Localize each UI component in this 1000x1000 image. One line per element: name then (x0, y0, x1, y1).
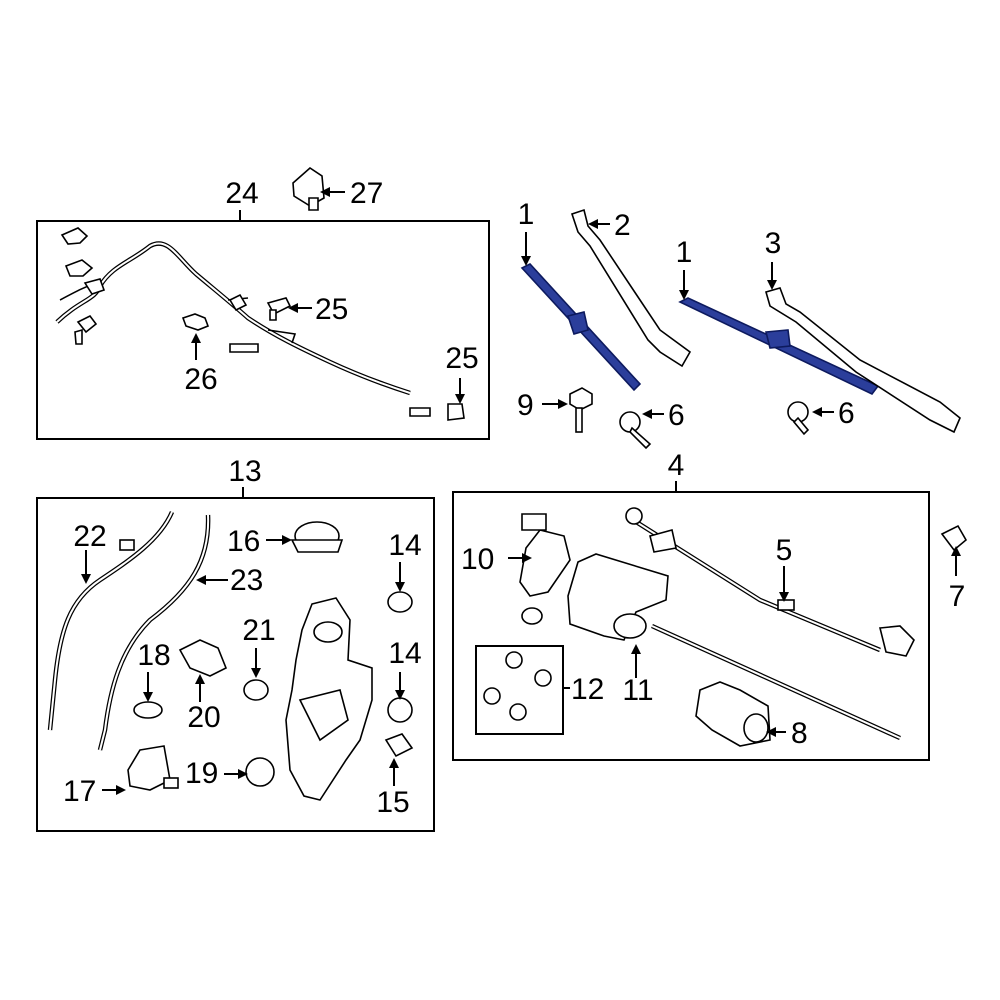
callout-12: 12 (571, 673, 604, 706)
callout-10: 10 (461, 543, 494, 576)
callout-15: 15 (376, 786, 409, 819)
callout-27: 27 (350, 177, 383, 210)
callout-2: 2 (614, 209, 631, 242)
callout-3: 3 (765, 227, 782, 260)
callout-17: 17 (63, 775, 96, 808)
leader-arrows (81, 187, 961, 795)
callout-26: 26 (184, 363, 217, 396)
washer-reservoir-parts (47, 511, 414, 801)
callout-18: 18 (137, 639, 170, 672)
callout-14: 14 (388, 637, 421, 670)
callout-9: 9 (517, 389, 534, 422)
wiper-arm-passenger (765, 287, 961, 434)
callout-23: 23 (230, 564, 263, 597)
callout-16: 16 (227, 525, 260, 558)
callout-19: 19 (185, 757, 218, 790)
box-bushings-12 (475, 645, 564, 735)
callout-20: 20 (187, 701, 220, 734)
callout-labels: 24 27 25 26 25 1 2 1 3 9 6 6 13 22 16 14… (63, 177, 965, 819)
nuts-bolts (569, 387, 810, 450)
wiper-linkage-motor-parts (483, 507, 968, 747)
callout-21: 21 (242, 614, 275, 647)
callout-1: 1 (518, 198, 535, 231)
callout-25: 25 (315, 293, 348, 326)
callout-25: 25 (445, 342, 478, 375)
callout-5: 5 (776, 534, 793, 567)
wiper-arm-driver (570, 208, 692, 368)
callout-4: 4 (668, 449, 685, 482)
wiper-blade-driver (520, 263, 642, 392)
callout-24: 24 (225, 177, 258, 210)
box-washer-hoses-24 (36, 220, 490, 440)
callout-11: 11 (622, 674, 653, 707)
washer-hose-assembly (55, 166, 465, 421)
callout-7: 7 (949, 580, 966, 613)
callout-6: 6 (668, 399, 685, 432)
box-linkage-4 (452, 491, 930, 761)
callout-8: 8 (791, 717, 808, 750)
box-reservoir-13 (36, 497, 435, 832)
callout-6: 6 (838, 397, 855, 430)
callout-13: 13 (228, 455, 261, 488)
callout-14: 14 (388, 529, 421, 562)
callout-22: 22 (73, 520, 106, 553)
callout-1: 1 (676, 236, 693, 269)
